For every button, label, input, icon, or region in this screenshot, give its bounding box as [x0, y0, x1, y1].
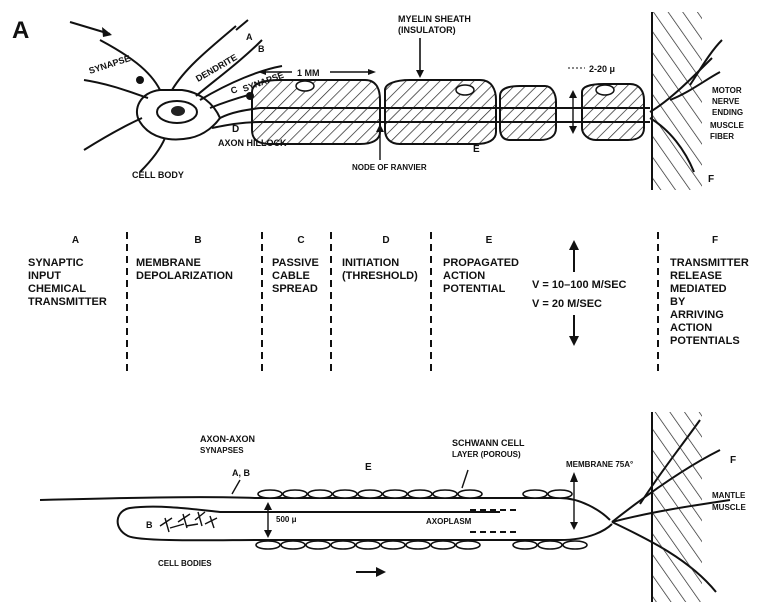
svg-text:MUSCLE: MUSCLE	[712, 503, 746, 512]
stage-a-text: SYNAPTIC INPUT CHEMICAL TRANSMITTER	[28, 257, 107, 308]
svg-text:E: E	[473, 144, 480, 155]
svg-text:(INSULATOR): (INSULATOR)	[398, 25, 456, 35]
dimension-arrows	[264, 472, 578, 538]
schwann-cell-row-top	[257, 489, 573, 499]
stage-f-letter: F	[711, 235, 719, 246]
svg-text:B: B	[258, 44, 265, 54]
speed-myelinated: V = 10–100 M/SEC	[532, 279, 627, 291]
svg-text:MEMBRANE 75A°: MEMBRANE 75A°	[566, 460, 633, 469]
svg-text:500 μ: 500 μ	[276, 515, 297, 524]
schwann-cell-row-bottom	[255, 540, 588, 550]
mantle-muscle-wall	[652, 412, 702, 602]
stage-d: D INITIATION (THRESHOLD)	[342, 234, 430, 283]
svg-text:E: E	[365, 462, 372, 473]
svg-text:AXON-AXON: AXON-AXON	[200, 434, 255, 444]
svg-text:F: F	[730, 455, 736, 466]
cell-bodies-cluster	[159, 511, 218, 533]
stage-f-text: TRANSMITTER RELEASE MEDIATED BY ARRIVING…	[670, 257, 749, 347]
svg-text:1 MM: 1 MM	[297, 68, 320, 78]
schwann-nuclei	[295, 80, 615, 96]
stage-c: C PASSIVE CABLE SPREAD	[272, 234, 330, 296]
stage-c-text: PASSIVE CABLE SPREAD	[272, 257, 319, 295]
stage-c-letter: C	[297, 235, 305, 246]
bottom-annotations: AXON-AXON SYNAPSES A, B E SCHWANN CELL L…	[146, 434, 746, 568]
svg-text:C: C	[229, 84, 239, 96]
svg-text:A, B: A, B	[232, 468, 251, 478]
motor-nerve-ending	[649, 39, 723, 173]
squid-axon-schematic	[39, 419, 731, 593]
speed-squid: V = 20 M/SEC	[532, 298, 603, 310]
stage-a-letter: A	[71, 235, 80, 246]
panel-label: A	[12, 17, 29, 44]
svg-text:D: D	[232, 124, 239, 135]
stage-f: F TRANSMITTER RELEASE MEDIATED BY ARRIVI…	[670, 234, 760, 348]
nucleus	[156, 100, 198, 124]
muscle-wall	[652, 12, 702, 190]
stage-b-letter: B	[194, 235, 202, 246]
svg-text:CELL BODY: CELL BODY	[132, 170, 184, 180]
stage-e-letter: E	[485, 235, 493, 246]
svg-text:LAYER (POROUS): LAYER (POROUS)	[452, 450, 521, 459]
svg-text:SYNAPSES: SYNAPSES	[200, 446, 244, 455]
stage-d-text: INITIATION (THRESHOLD)	[342, 257, 418, 282]
dashed-axon-gap	[470, 509, 520, 533]
svg-text:SYNAPSE: SYNAPSE	[88, 53, 132, 76]
svg-text:A: A	[246, 32, 253, 42]
svg-text:AXON HILLOCK: AXON HILLOCK	[218, 138, 287, 148]
stage-a: A SYNAPTIC INPUT CHEMICAL TRANSMITTER	[28, 234, 123, 309]
svg-text:SCHWANN CELL: SCHWANN CELL	[452, 438, 525, 448]
stage-e-text: PROPAGATED ACTION POTENTIAL	[443, 257, 519, 295]
myelin-sheath-segments	[251, 79, 645, 145]
svg-text:NODE OF RANVIER: NODE OF RANVIER	[352, 163, 427, 172]
stage-b: B MEMBRANE DEPOLARIZATION	[136, 234, 260, 283]
stage-b-text: MEMBRANE DEPOLARIZATION	[136, 257, 233, 282]
svg-text:B: B	[146, 520, 153, 530]
svg-text:MANTLE: MANTLE	[712, 491, 746, 500]
svg-text:2-20 μ: 2-20 μ	[589, 64, 615, 74]
stage-e: E PROPAGATED ACTION POTENTIAL	[443, 234, 535, 296]
svg-text:MYELIN SHEATH: MYELIN SHEATH	[398, 14, 471, 24]
svg-text:CELL BODIES: CELL BODIES	[158, 559, 212, 568]
stage-d-letter: D	[382, 235, 390, 246]
svg-text:F: F	[708, 174, 714, 185]
speed-arrows	[569, 240, 579, 346]
svg-text:AXOPLASM: AXOPLASM	[426, 517, 472, 526]
